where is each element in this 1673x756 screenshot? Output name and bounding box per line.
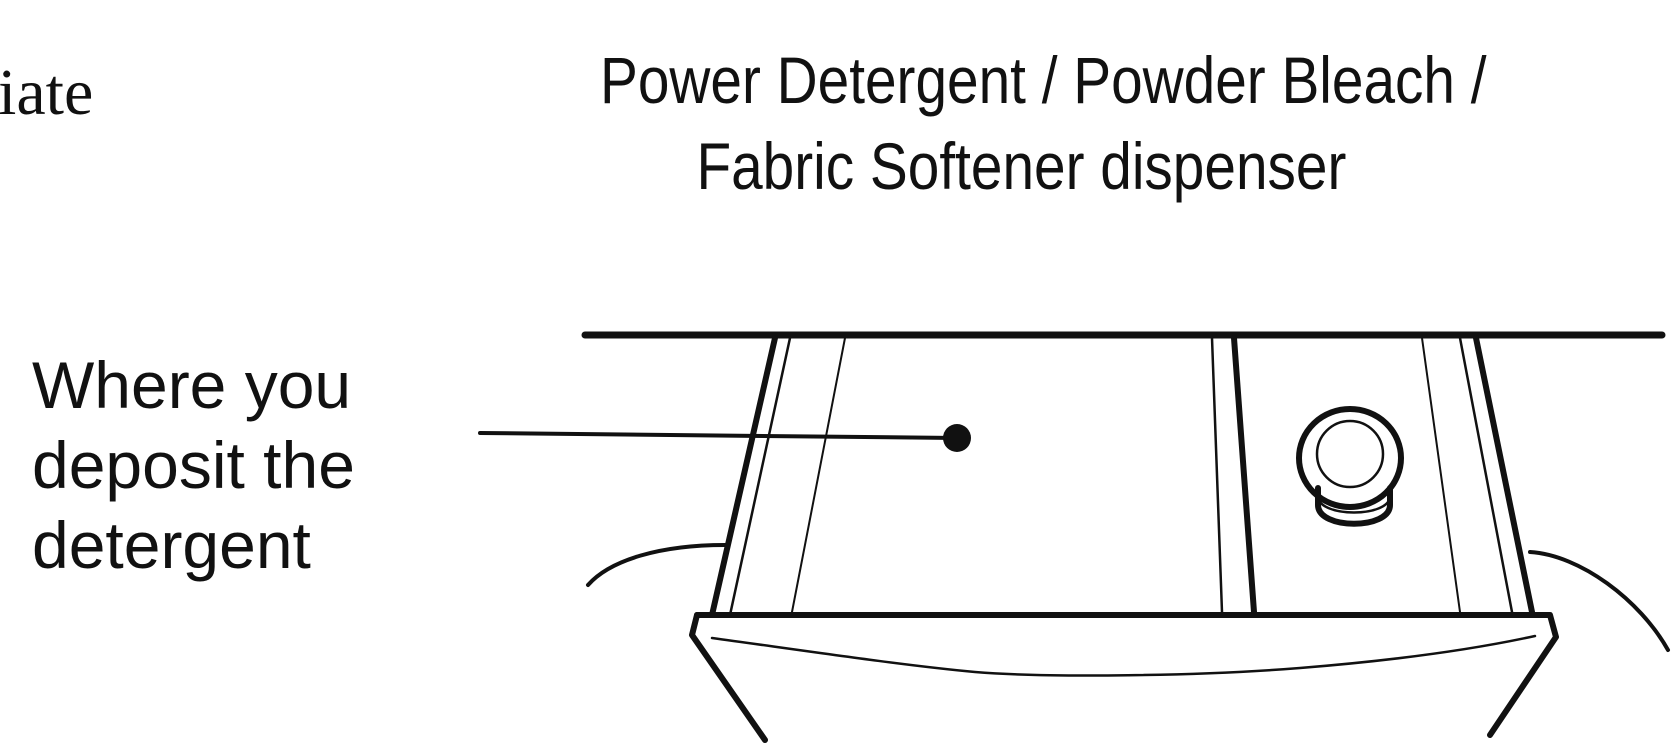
drawer-right-inner-edge [1421,337,1461,613]
drawer-right-wall-outer [1473,335,1535,615]
drawer-right-wall-inner [1458,336,1514,614]
body-curve-left [586,543,727,587]
drawer-divider-left [1210,336,1224,614]
dispenser-title: Power Detergent / Powder Bleach / Fabric… [600,38,1487,210]
callout-line-3: detergent [32,508,311,582]
callout-line-2: deposit the [32,428,355,502]
cropped-body-text: iate [0,56,94,129]
drawer-front [689,612,1559,743]
callout-leader-line [478,431,959,440]
drawer-left-wall-inner [728,336,792,617]
callout-line-1: Where you [32,348,352,422]
dispenser-title-line-1: Power Detergent / Powder Bleach / [600,43,1487,117]
siphon-cap [1296,406,1404,527]
callout-pointer-dot [943,424,971,452]
body-curve-right [1528,550,1670,652]
drawer-left-inner-edge [791,337,846,613]
drawer-left-wall-outer [709,335,778,618]
callout-label: Where you deposit the detergent [32,345,355,585]
drawer-divider-right [1231,335,1257,615]
dispenser-title-line-2: Fabric Softener dispenser [696,128,1347,203]
